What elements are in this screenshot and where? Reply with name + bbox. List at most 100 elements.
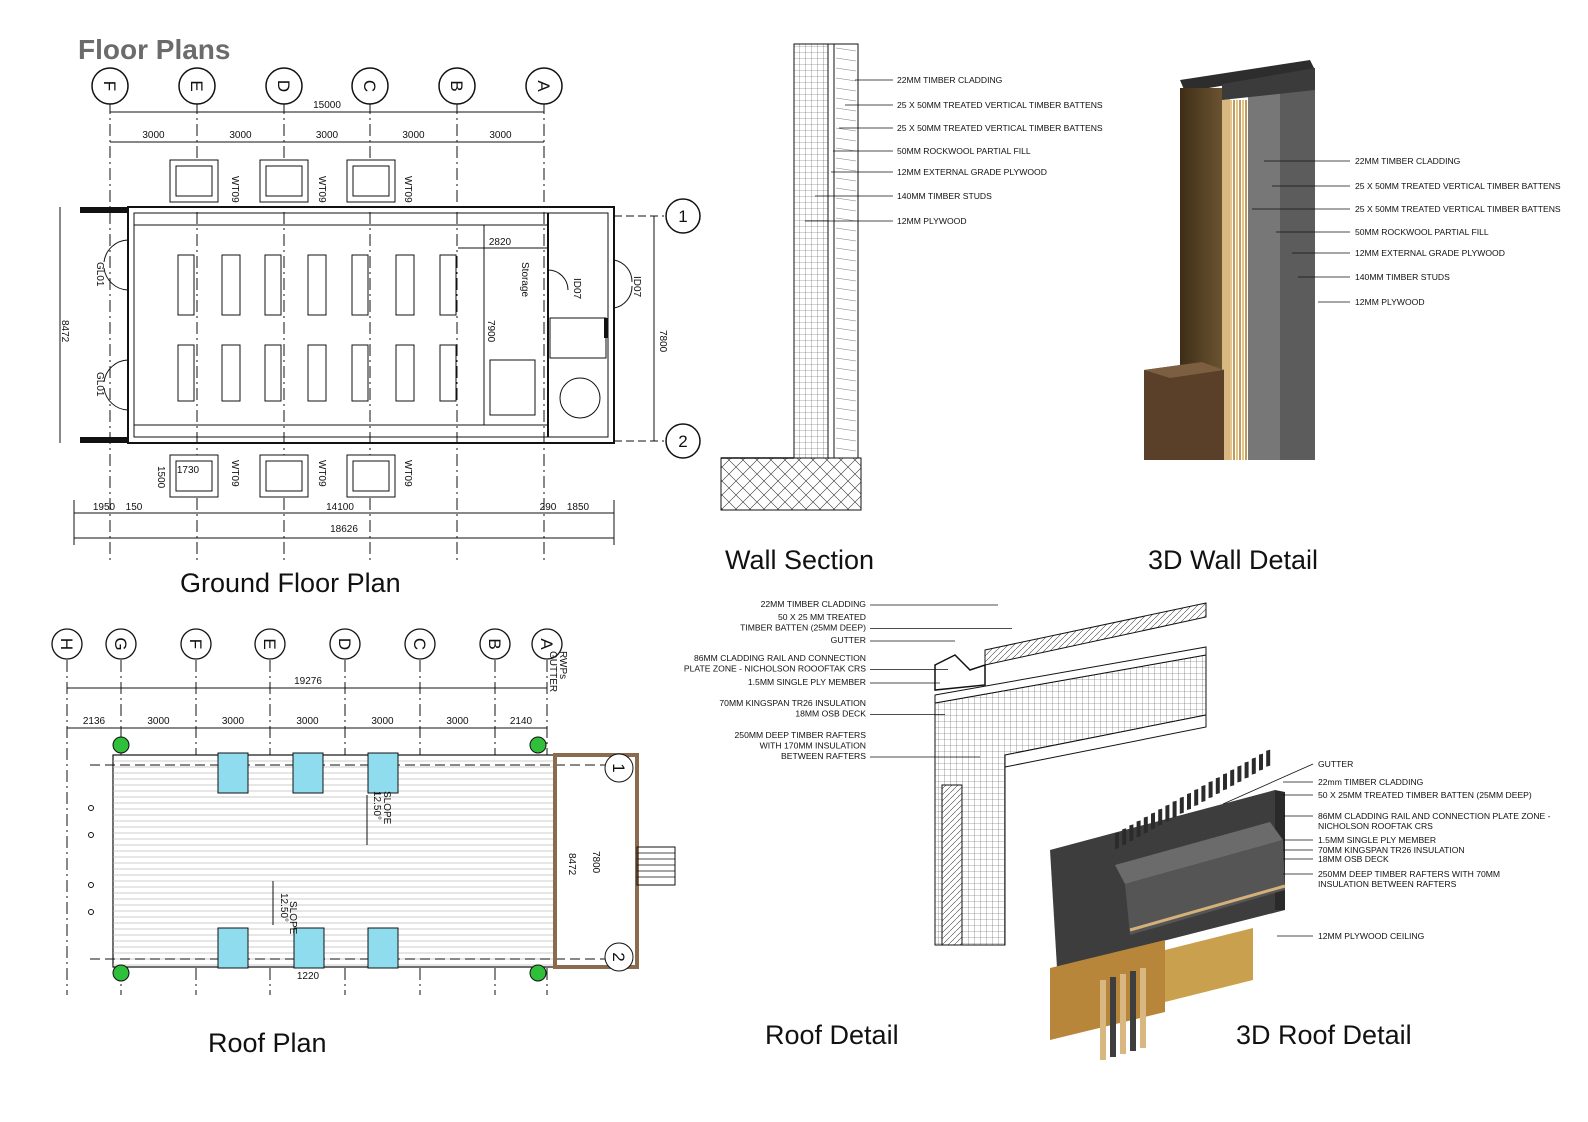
span-dim-2: 3000 bbox=[316, 130, 339, 141]
roof-note-1: TIMBER BATTEN (25MM DEEP) bbox=[740, 623, 866, 633]
section-hatch bbox=[835, 287, 857, 292]
bottom-dim-3: 14100 bbox=[326, 502, 354, 513]
post-stud bbox=[1130, 971, 1136, 1051]
roof-right-dim-b: 7800 bbox=[590, 851, 601, 874]
section-hatch bbox=[835, 87, 857, 92]
skylight bbox=[217, 752, 249, 794]
span-dim-4: 3000 bbox=[489, 130, 512, 141]
span-dim-1: 3000 bbox=[229, 130, 252, 141]
roof-span-dim-1: 3000 bbox=[147, 716, 170, 727]
post-stud bbox=[1110, 977, 1116, 1057]
row-bubble-2: 2 bbox=[678, 432, 687, 451]
window-pane bbox=[265, 165, 303, 197]
desk bbox=[177, 344, 195, 402]
rib bbox=[1201, 785, 1206, 803]
skylight bbox=[293, 927, 325, 969]
roof-grid-bubble-G: G bbox=[111, 637, 130, 650]
desk bbox=[177, 254, 195, 316]
rib bbox=[1179, 796, 1184, 814]
skylight bbox=[367, 927, 399, 969]
batten bbox=[1239, 100, 1241, 460]
section-hatch bbox=[835, 97, 857, 102]
section-hatch bbox=[835, 197, 857, 202]
rwp-label: RWPs bbox=[557, 651, 568, 679]
window-pane bbox=[352, 165, 390, 197]
rib bbox=[1187, 792, 1191, 810]
caption-roof-plan: Roof Plan bbox=[208, 1028, 327, 1058]
roof3d-note-6: 18MM OSB DECK bbox=[1318, 854, 1389, 864]
bottom-dim-5: 1850 bbox=[567, 502, 590, 513]
caption-wall-section: Wall Section bbox=[725, 545, 875, 575]
section-hatch bbox=[835, 447, 857, 452]
roof-bottom-dim: 1220 bbox=[297, 971, 320, 982]
wall3d-note-2: 25 X 50MM TREATED VERTICAL TIMBER BATTEN… bbox=[1355, 204, 1561, 214]
window-pane bbox=[175, 460, 213, 492]
grid-bubble-B: B bbox=[447, 80, 466, 91]
rib bbox=[1151, 812, 1155, 830]
desk bbox=[395, 254, 415, 316]
roof3d-note-1: 22mm TIMBER CLADDING bbox=[1318, 777, 1424, 787]
roof-note-0: 22MM TIMBER CLADDING bbox=[761, 599, 867, 609]
roof-note-5: 18MM OSB DECK bbox=[795, 709, 866, 719]
post-stud bbox=[1100, 980, 1106, 1060]
wall-3d-drawing: 22MM TIMBER CLADDING 25 X 50MM TREATED VE… bbox=[1144, 60, 1561, 460]
grid-bubble-F: F bbox=[100, 81, 119, 91]
rib bbox=[1223, 773, 1227, 791]
rib bbox=[1208, 781, 1213, 799]
post-stud bbox=[1120, 974, 1126, 1054]
desk bbox=[264, 254, 282, 316]
section-hatch bbox=[835, 57, 857, 62]
roof3d-note-2: 50 X 25MM TREATED TIMBER BATTEN (25MM DE… bbox=[1318, 790, 1532, 800]
desk bbox=[439, 254, 457, 316]
roof-span-dim-3: 3000 bbox=[296, 716, 319, 727]
caption-ground-floor-plan: Ground Floor Plan bbox=[180, 568, 401, 598]
batten bbox=[1236, 100, 1238, 460]
wall-note-0: 22MM TIMBER CLADDING bbox=[897, 75, 1003, 85]
wall3d-note-3: 50MM ROCKWOOL PARTIAL FILL bbox=[1355, 227, 1489, 237]
section-hatch bbox=[835, 207, 857, 212]
window-tag-3: WT09 bbox=[229, 460, 240, 487]
wall-note-3: 50MM ROCKWOOL PARTIAL FILL bbox=[897, 146, 1031, 156]
door-id07-internal: ID07 bbox=[571, 278, 582, 300]
rwp-marker bbox=[529, 736, 547, 754]
slope-label-1: SLOPE bbox=[381, 791, 392, 825]
roof-note-3: PLATE ZONE - NICHOLSON ROOOFTAK CRS bbox=[684, 664, 866, 674]
section-hatch bbox=[835, 397, 857, 402]
roof-grid-bubble-C: C bbox=[410, 638, 429, 650]
grid-bubble-D: D bbox=[274, 80, 293, 92]
skylight bbox=[367, 752, 399, 794]
window-tag-0: WT09 bbox=[229, 176, 240, 203]
desk bbox=[221, 254, 241, 316]
roof-span-dim-4: 3000 bbox=[371, 716, 394, 727]
wall3d-note-6: 12MM PLYWOOD bbox=[1355, 297, 1425, 307]
porch-width-dim: 1730 bbox=[177, 465, 200, 476]
section-hatch bbox=[835, 257, 857, 262]
rib bbox=[1259, 753, 1263, 771]
door-id07-external: ID07 bbox=[631, 276, 642, 298]
section-hatch bbox=[835, 327, 857, 332]
post-stud bbox=[1140, 968, 1146, 1048]
roof3d-note-3: 86MM CLADDING RAIL AND CONNECTION PLATE … bbox=[1318, 811, 1551, 821]
window-tag-5: WT09 bbox=[402, 460, 413, 487]
batten bbox=[1242, 100, 1244, 460]
roof-span-dim-6: 2140 bbox=[510, 716, 533, 727]
rib bbox=[1136, 820, 1141, 838]
bottom-dim-1: 1950 bbox=[93, 502, 116, 513]
gutter-label: GUTTER bbox=[547, 651, 558, 692]
desk bbox=[221, 344, 241, 402]
rib bbox=[1165, 804, 1170, 822]
section-hatch bbox=[835, 277, 857, 282]
section-hatch bbox=[835, 67, 857, 72]
wall3d-note-0: 22MM TIMBER CLADDING bbox=[1355, 156, 1461, 166]
section-hatch bbox=[835, 387, 857, 392]
storage-dim: 2820 bbox=[489, 237, 512, 248]
section-hatch bbox=[835, 127, 857, 132]
section-hatch bbox=[835, 267, 857, 272]
roof-row-bubble-2: 2 bbox=[609, 952, 628, 961]
section-hatch bbox=[835, 417, 857, 422]
roof-note-6: BETWEEN RAFTERS bbox=[781, 751, 866, 761]
section-hatch bbox=[835, 217, 857, 222]
